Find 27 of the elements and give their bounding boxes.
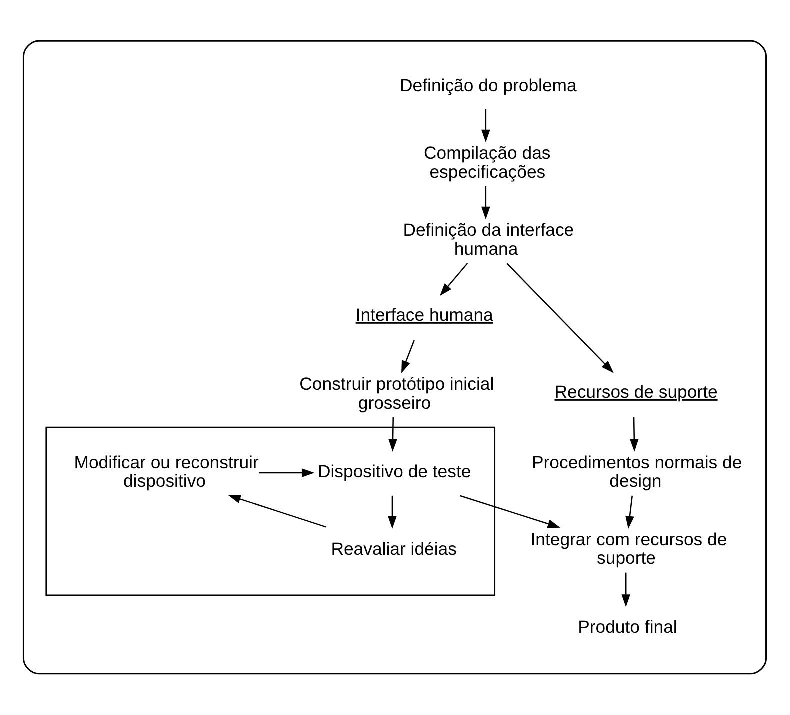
arrow: [626, 496, 634, 529]
arrow: [482, 109, 490, 143]
cluster: [22, 40, 768, 675]
cluster: [46, 426, 496, 596]
arrow: [228, 494, 327, 528]
node-text: Construir protótipo inicial grosseiro: [300, 374, 494, 413]
arrow: [622, 572, 631, 608]
arrow: [506, 263, 614, 374]
node-text: Procedimentos normais de design: [532, 452, 742, 492]
arrow: [440, 263, 468, 296]
arrow: [388, 418, 398, 452]
node-text: Modificar ou reconstruir dispositivo: [74, 452, 259, 492]
node-text: Definição do problema: [400, 75, 577, 96]
arrow: [460, 495, 560, 528]
arrow: [402, 340, 415, 374]
node-text: Integrar com recursos de suporte: [530, 529, 728, 568]
node-text: Reavaliar idéias: [331, 538, 457, 559]
arrow: [630, 418, 639, 452]
node-text: Recursos de suporte: [554, 382, 718, 402]
arrow: [482, 186, 490, 220]
node-text: Produto final: [578, 617, 678, 638]
node-text: Interface humana: [356, 305, 494, 326]
node-text: Dispositivo de teste: [318, 462, 472, 482]
node-text: Compilação das especificações: [424, 142, 551, 182]
node-text: Definição da interface humana: [403, 220, 574, 259]
arrow: [388, 496, 397, 529]
arrow: [259, 468, 315, 478]
